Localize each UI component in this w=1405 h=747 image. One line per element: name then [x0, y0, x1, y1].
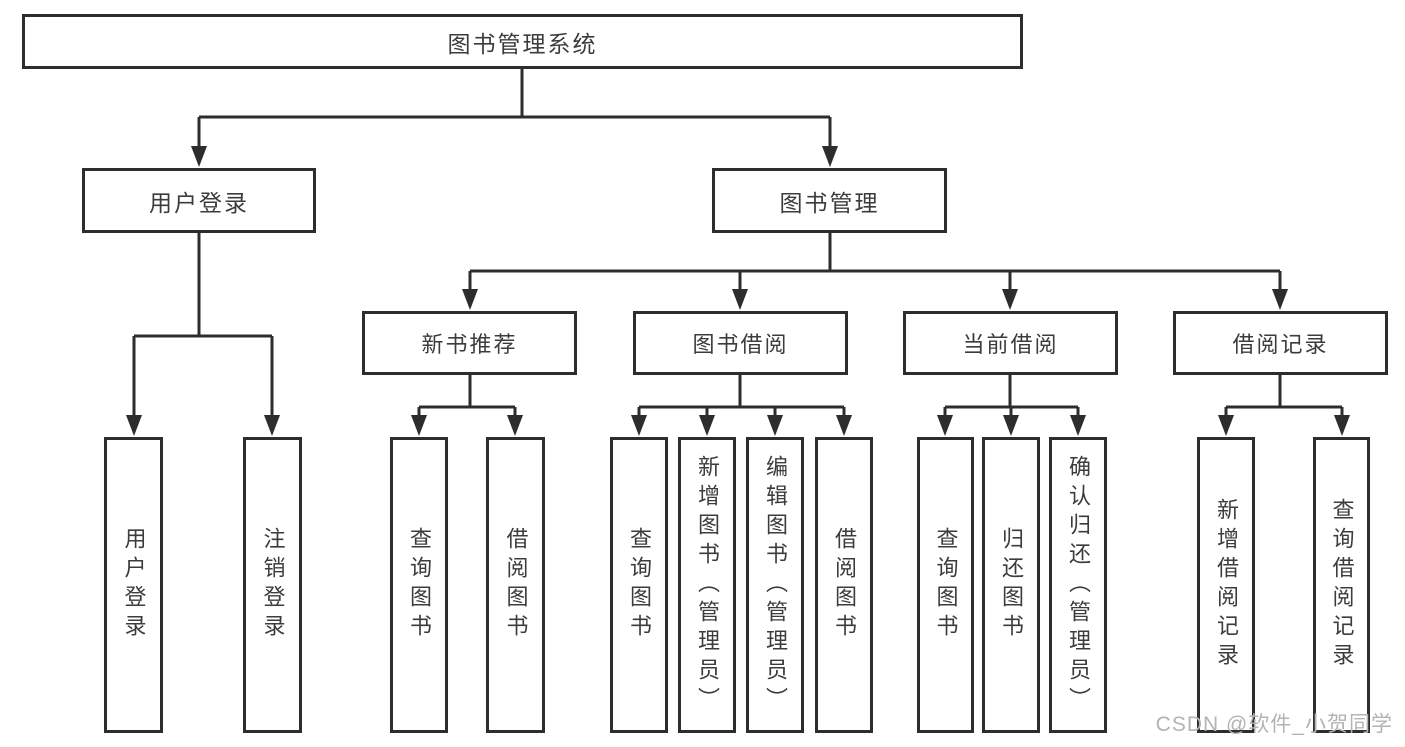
arrowhead-icon [1070, 415, 1086, 436]
arrowhead-icon [1218, 415, 1234, 436]
connector-newbookrec-to-leaves [417, 375, 517, 419]
node-leaf-query-borrow-record: 查询借阅记录 [1313, 437, 1370, 733]
node-book-borrow: 图书借阅 [633, 311, 848, 375]
node-leaf-query-books-rec: 查询图书 [390, 437, 448, 733]
node-user-login: 用户登录 [82, 168, 316, 233]
node-leaf-query-books-borrow: 查询图书 [610, 437, 668, 733]
arrowhead-icon [822, 146, 838, 167]
connector-root-to-level2 [197, 69, 832, 149]
arrowhead-icon [191, 146, 207, 167]
arrowhead-icon [1272, 289, 1288, 310]
connector-bookmgmt-to-level3 [468, 233, 1282, 292]
arrowhead-icon [836, 415, 852, 436]
connector-borrowrecords-to-leaves [1224, 375, 1344, 419]
connector-bookborrow-to-leaves [637, 375, 846, 419]
arrowhead-icon [507, 415, 523, 436]
node-new-book-recommend: 新书推荐 [362, 311, 577, 375]
arrowhead-icon [767, 415, 783, 436]
node-leaf-query-books-current: 查询图书 [917, 437, 974, 733]
node-leaf-confirm-return-admin: 确认归还（管理员） [1049, 437, 1107, 733]
arrowhead-icon [1003, 415, 1019, 436]
connector-userlogin-to-leaves [132, 233, 274, 419]
node-leaf-return-books: 归还图书 [982, 437, 1040, 733]
connector-currentborrow-to-leaves [943, 375, 1080, 419]
node-leaf-borrow-books: 借阅图书 [815, 437, 873, 733]
arrowhead-icon [631, 415, 647, 436]
arrowhead-icon [264, 415, 280, 436]
arrowhead-icon [699, 415, 715, 436]
arrowhead-icon [462, 289, 478, 310]
node-current-borrow: 当前借阅 [903, 311, 1118, 375]
arrowhead-icon [1002, 289, 1018, 310]
arrowhead-icon [126, 415, 142, 436]
node-leaf-edit-books-admin: 编辑图书（管理员） [746, 437, 804, 733]
node-leaf-logout: 注销登录 [243, 437, 302, 733]
node-root: 图书管理系统 [22, 14, 1023, 69]
arrowhead-icon [411, 415, 427, 436]
arrowhead-icon [732, 289, 748, 310]
arrowhead-icon [937, 415, 953, 436]
node-book-management: 图书管理 [712, 168, 947, 233]
node-leaf-add-books-admin: 新增图书（管理员） [678, 437, 736, 733]
csdn-watermark: CSDN @软件_小贺同学 [1155, 713, 1393, 736]
node-leaf-borrow-books-rec: 借阅图书 [486, 437, 545, 733]
node-leaf-add-borrow-record: 新增借阅记录 [1197, 437, 1255, 733]
node-leaf-user-login: 用户登录 [104, 437, 163, 733]
arrowhead-icon [1334, 415, 1350, 436]
node-borrow-records: 借阅记录 [1173, 311, 1388, 375]
